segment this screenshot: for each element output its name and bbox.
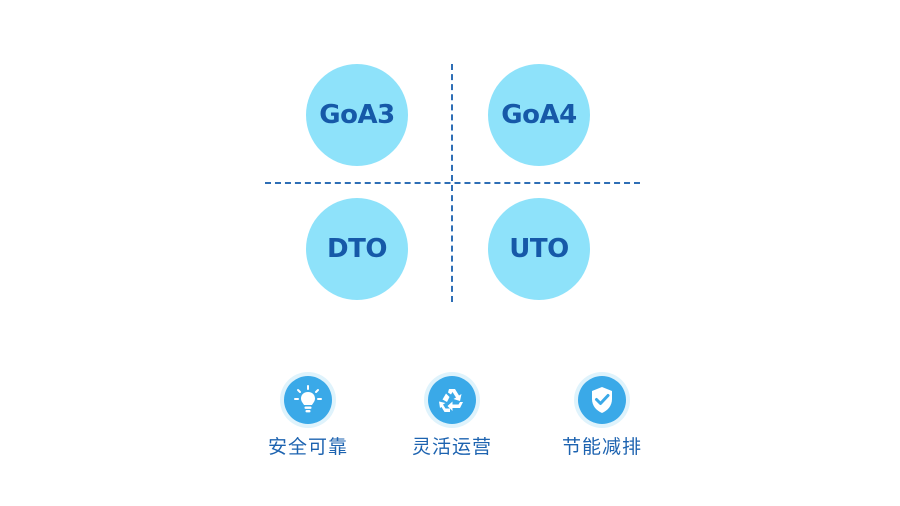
mode-circle-dto: DTO — [306, 198, 408, 300]
mode-label-goa3: GoA3 — [319, 100, 395, 130]
horizontal-divider — [265, 182, 640, 184]
feature-safe-reliable: 安全可靠 — [248, 372, 368, 459]
mode-circle-goa3: GoA3 — [306, 64, 408, 166]
mode-circle-uto: UTO — [488, 198, 590, 300]
feature-flexible-operation: 灵活运营 — [392, 372, 512, 459]
feature-badge — [574, 372, 630, 428]
feature-label: 安全可靠 — [267, 436, 348, 458]
mode-label-dto: DTO — [327, 234, 387, 264]
mode-label-goa4: GoA4 — [501, 100, 577, 130]
mode-label-uto: UTO — [509, 234, 569, 264]
feature-label: 节能减排 — [561, 436, 642, 458]
shield-check-icon — [578, 376, 626, 424]
feature-energy-saving: 节能减排 — [542, 372, 662, 459]
lightbulb-icon — [284, 376, 332, 424]
feature-label: 灵活运营 — [411, 436, 492, 458]
feature-badge — [424, 372, 480, 428]
mode-circle-goa4: GoA4 — [488, 64, 590, 166]
recycle-icon — [428, 376, 476, 424]
feature-badge — [280, 372, 336, 428]
